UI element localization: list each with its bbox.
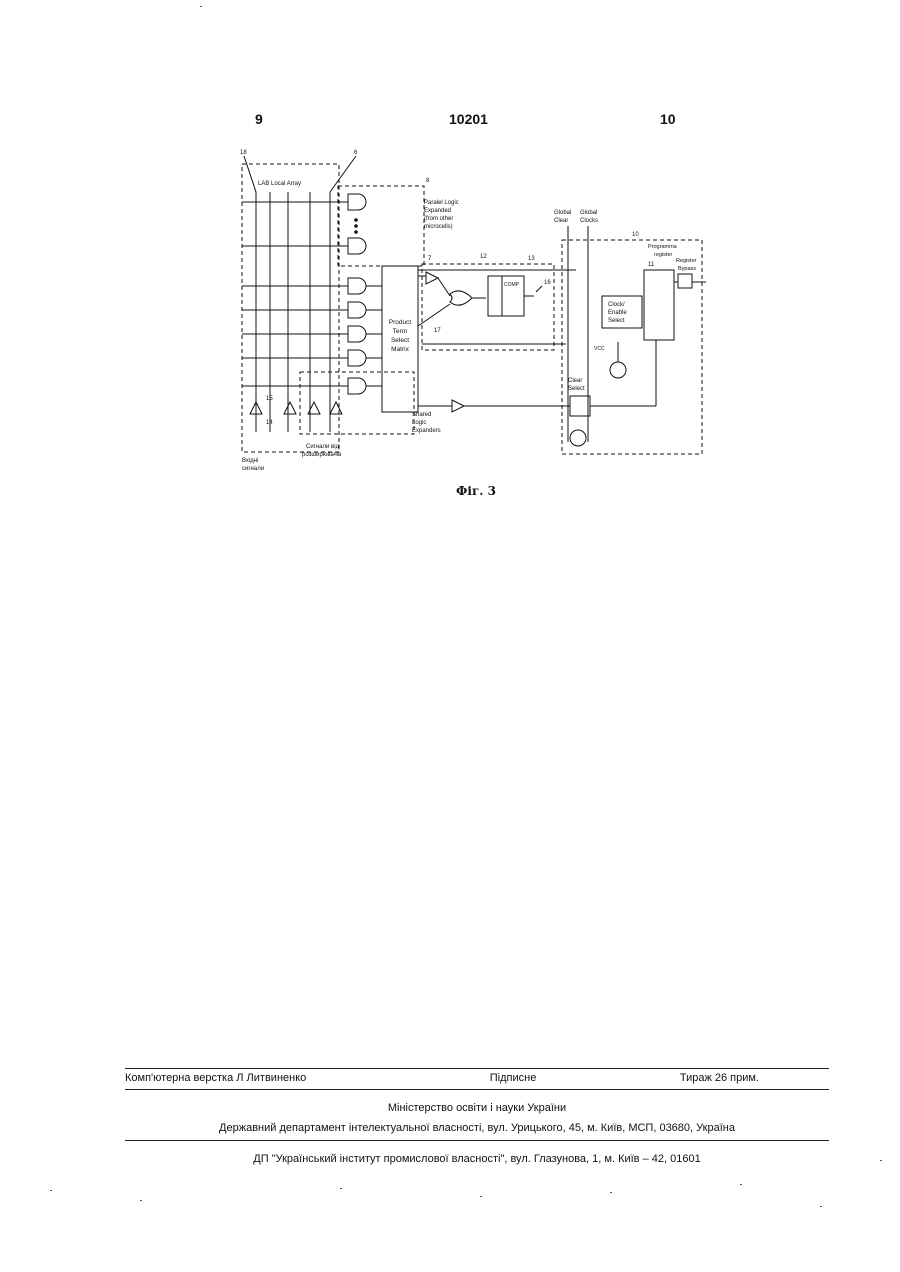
shared-logic-label: Shared Logic Expanders bbox=[412, 412, 441, 434]
page-number-right: 10 bbox=[660, 111, 676, 127]
and-gate-column bbox=[348, 278, 366, 394]
programmable-register-label: Programma register bbox=[648, 244, 678, 258]
bypass-mux bbox=[678, 274, 692, 288]
svg-text:Expanded: Expanded bbox=[424, 208, 451, 214]
figure-caption: Фіг. 3 bbox=[456, 484, 496, 498]
ref-11: 11 bbox=[648, 262, 655, 268]
typesetting-credit: Комп'ютерна верстка Л Литвиненко bbox=[125, 1072, 306, 1084]
global-clear-label: Global Clear bbox=[554, 210, 571, 224]
transistor bbox=[610, 362, 626, 378]
svg-text:Expanders: Expanders bbox=[412, 428, 441, 434]
svg-text:Вхідні: Вхідні bbox=[242, 458, 258, 464]
svg-text:register: register bbox=[654, 252, 673, 258]
ref-6: 6 bbox=[354, 150, 358, 156]
ref-7: 7 bbox=[428, 256, 432, 262]
expander-signals-label: Сигнали від розширювачів bbox=[302, 444, 341, 458]
svg-text:Enable: Enable bbox=[608, 310, 627, 316]
vcc-label: VCC bbox=[594, 346, 605, 352]
clear-select-label: Clear Select bbox=[568, 378, 585, 392]
svg-text:Shared: Shared bbox=[412, 412, 431, 418]
subscription-label: Підписне bbox=[490, 1072, 537, 1084]
colophon-row: Комп'ютерна верстка Л Литвиненко Підписн… bbox=[125, 1072, 829, 1084]
transistor bbox=[570, 430, 586, 446]
circulation-label: Тираж 26 прим. bbox=[680, 1072, 759, 1084]
rule-top bbox=[125, 1068, 829, 1069]
and-gate bbox=[348, 238, 366, 254]
matrix-inputs bbox=[366, 286, 382, 386]
svg-text:Programma: Programma bbox=[648, 244, 678, 250]
svg-text:Global: Global bbox=[580, 210, 597, 216]
register-block bbox=[488, 276, 502, 316]
svg-text:Bypass: Bypass bbox=[678, 266, 696, 272]
input-buffers bbox=[250, 402, 342, 414]
ref-15: 15 bbox=[266, 396, 273, 402]
patent-number: 10201 bbox=[449, 111, 488, 127]
ministry-line: Міністерство освіти і науки України bbox=[125, 1102, 829, 1114]
svg-text:сигнали: сигнали bbox=[242, 466, 264, 472]
global-clocks-label: Global Clocks bbox=[580, 210, 598, 224]
clock-enable-label: Clock/ Enable Select bbox=[608, 302, 627, 324]
ref-10: 10 bbox=[632, 232, 639, 238]
rule-mid bbox=[125, 1089, 829, 1090]
svg-text:Logic: Logic bbox=[412, 420, 426, 426]
svg-text:Register: Register bbox=[676, 258, 697, 264]
ref-17: 17 bbox=[434, 328, 441, 334]
shared-buffer bbox=[452, 400, 464, 412]
shared-expander-box bbox=[300, 372, 414, 434]
buffer bbox=[426, 272, 438, 284]
ref-16: 16 bbox=[544, 280, 551, 286]
rule-bottom bbox=[125, 1140, 829, 1141]
input-signals-label: Вхідні сигнали bbox=[242, 458, 264, 472]
register-ff bbox=[644, 270, 674, 340]
svg-text:Clock/: Clock/ bbox=[608, 302, 625, 308]
product-term-lines bbox=[242, 202, 348, 386]
lab-array-label: LAB Local Array bbox=[258, 181, 301, 187]
svg-text:Term: Term bbox=[393, 328, 407, 335]
svg-text:Clear: Clear bbox=[568, 378, 582, 384]
macrocell-box bbox=[562, 240, 702, 454]
and-gate bbox=[348, 194, 366, 210]
svg-text:(from other: (from other bbox=[424, 216, 453, 222]
product-term-label: Product Term Select Matrix bbox=[389, 319, 412, 353]
register-bypass-label: Register Bypass bbox=[676, 258, 697, 272]
institute-line: ДП "Український інститут промислової вла… bbox=[125, 1153, 829, 1165]
svg-text:Matrix: Matrix bbox=[391, 346, 409, 353]
svg-text:Select: Select bbox=[568, 386, 585, 392]
page-number-left: 9 bbox=[255, 111, 263, 127]
svg-text:Product: Product bbox=[389, 319, 412, 326]
parallel-logic-label: Paralel Logic Expanded (from other micro… bbox=[424, 200, 459, 230]
circuit-diagram: LAB Local Array 18 6 8 Paralel Logic Exp… bbox=[236, 142, 708, 478]
svg-text:Select: Select bbox=[391, 337, 409, 344]
or-gate bbox=[450, 291, 472, 305]
ref-14: 14 bbox=[266, 420, 273, 426]
svg-text:Paralel Logic: Paralel Logic bbox=[424, 200, 459, 206]
svg-text:розширювачів: розширювачів bbox=[302, 452, 341, 458]
ref-18: 18 bbox=[240, 150, 247, 156]
ref-8: 8 bbox=[426, 178, 430, 184]
svg-text:microcells): microcells) bbox=[424, 224, 453, 230]
ref-12: 12 bbox=[480, 254, 487, 260]
svg-text:Select: Select bbox=[608, 318, 625, 324]
department-line: Державний департамент інтелектуальної вл… bbox=[125, 1122, 829, 1134]
ref-13: 13 bbox=[528, 256, 535, 262]
svg-text:Сигнали від: Сигнали від bbox=[306, 444, 340, 450]
svg-text:Clocks: Clocks bbox=[580, 218, 598, 224]
comp-label: COMP bbox=[504, 282, 520, 288]
lab-array-box bbox=[242, 164, 339, 452]
clear-select-box bbox=[570, 396, 590, 416]
svg-text:Clear: Clear bbox=[554, 218, 568, 224]
svg-text:Global: Global bbox=[554, 210, 571, 216]
